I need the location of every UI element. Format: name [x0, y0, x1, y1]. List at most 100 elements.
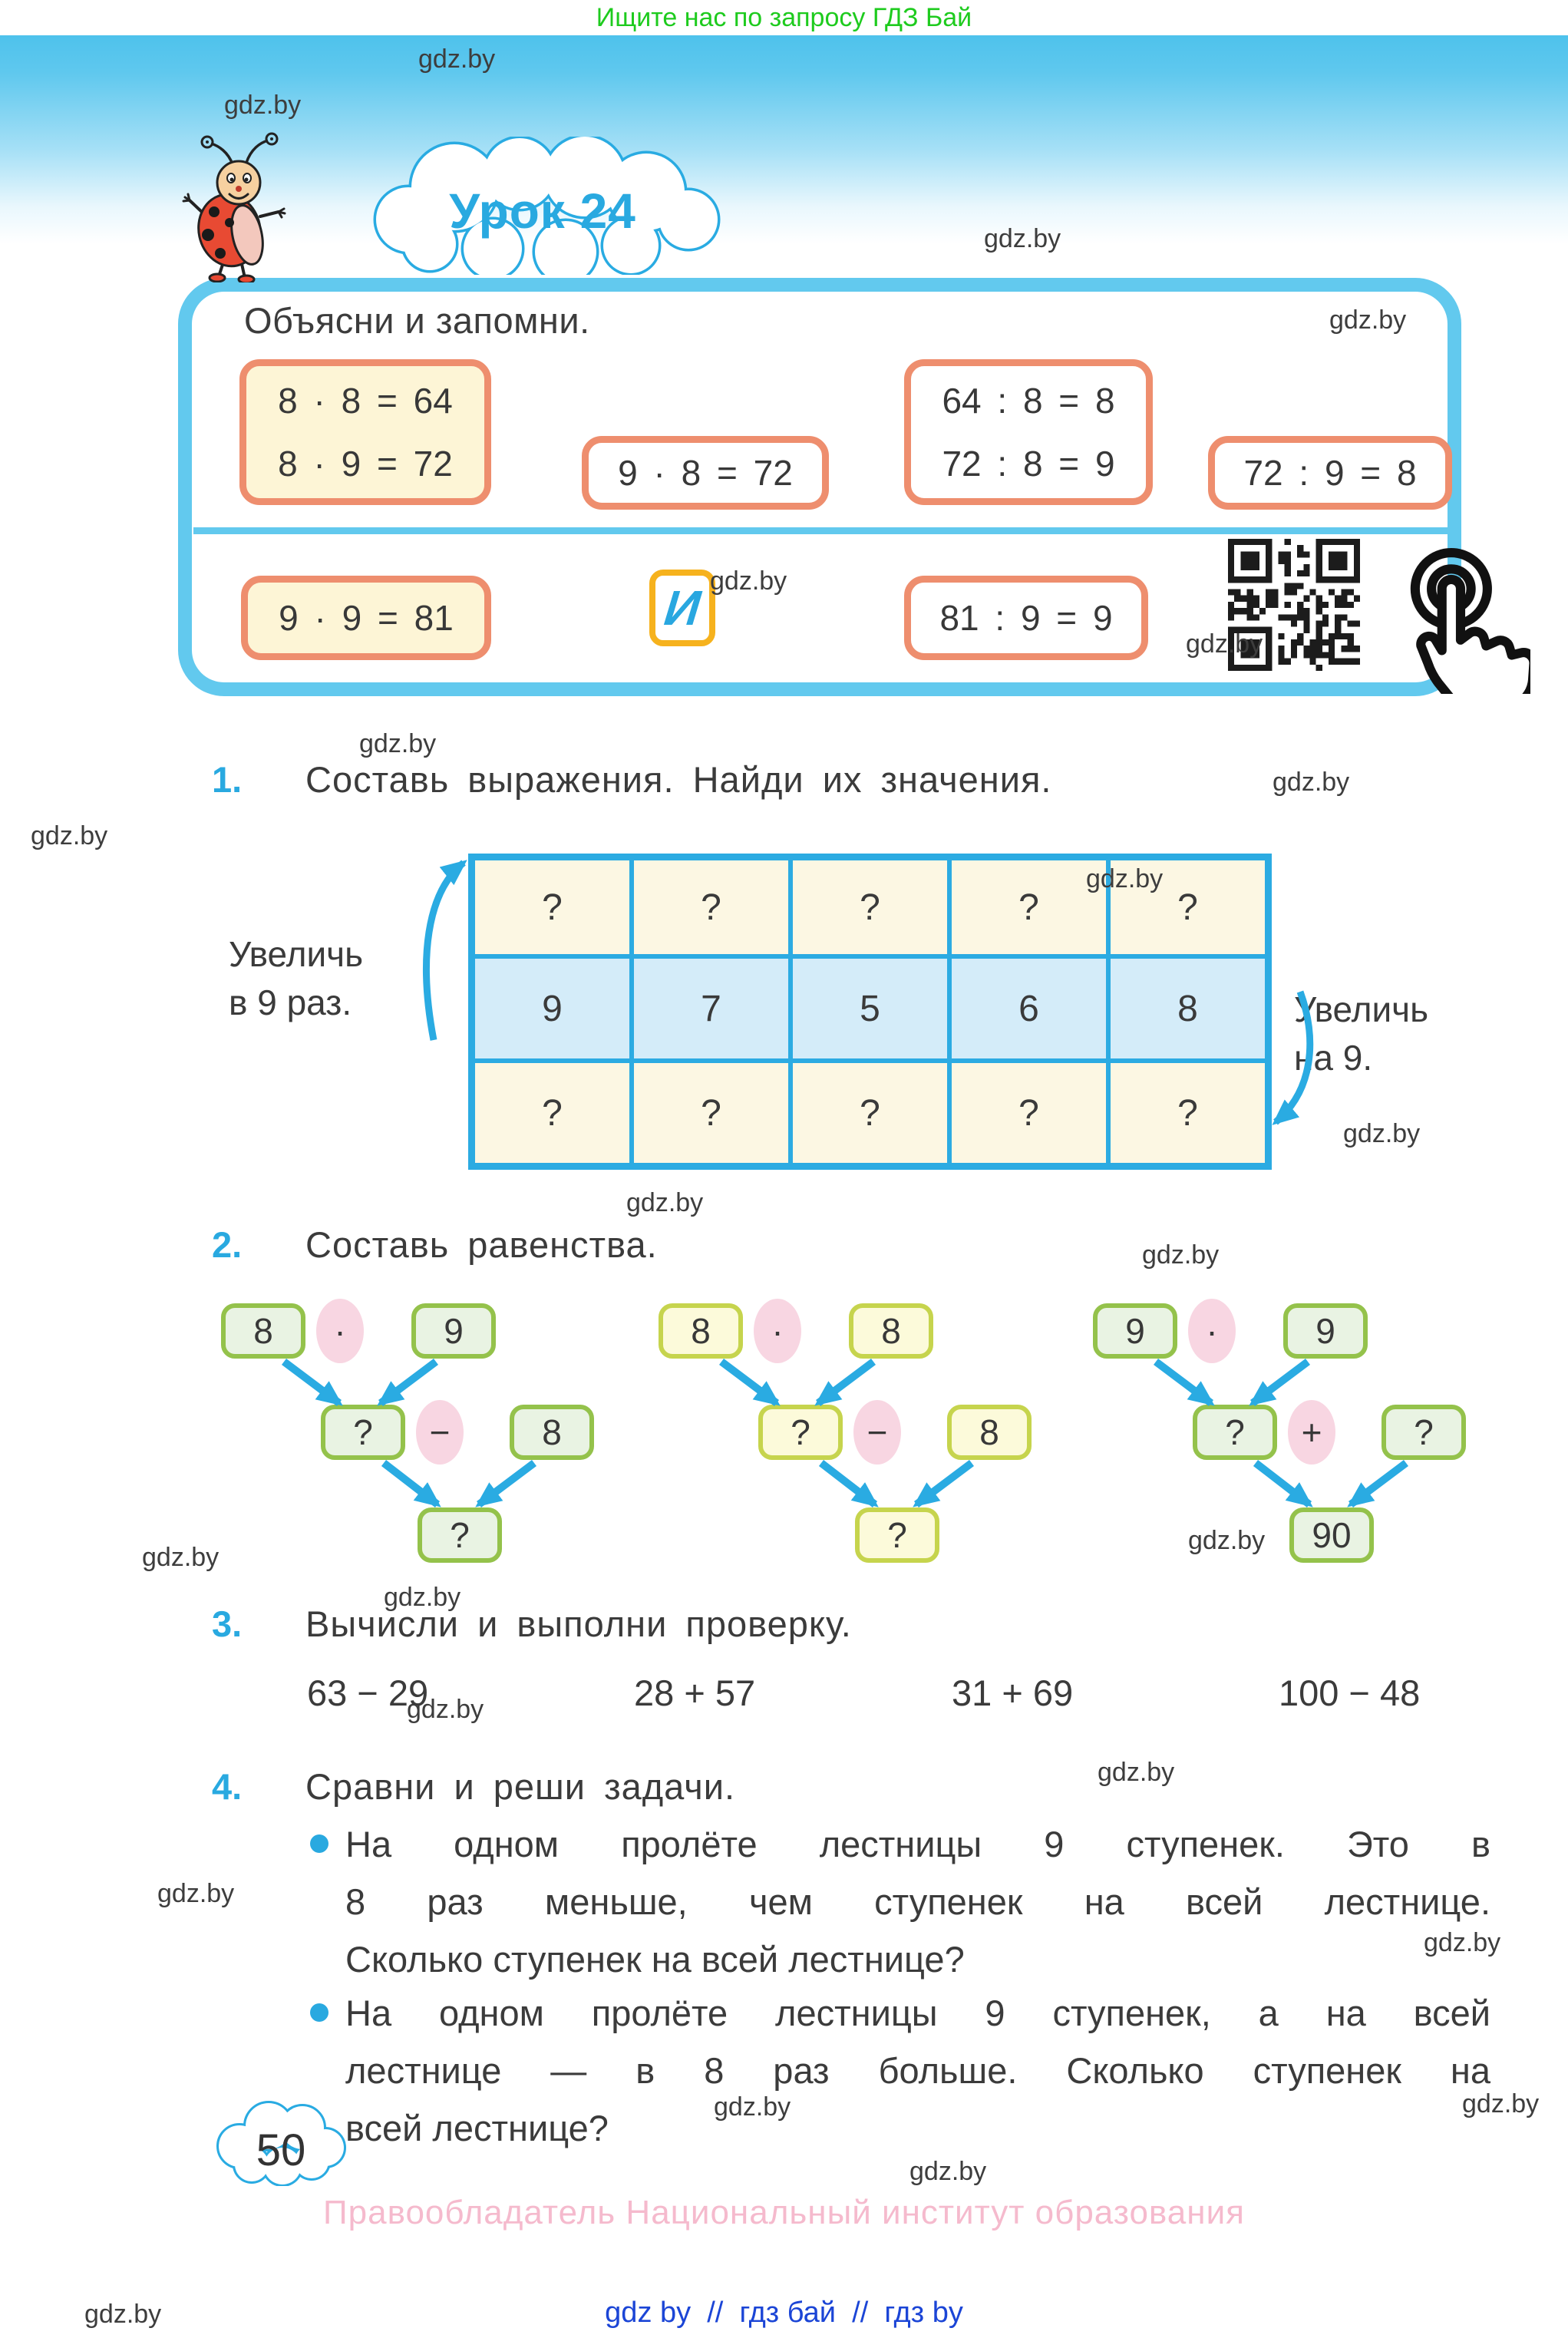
equation-box-8x8: 8 · 8 = 64 8 · 9 = 72 — [239, 359, 491, 505]
table-cell: ? — [632, 858, 791, 956]
watermark: gdz.by — [1188, 1526, 1266, 1555]
table-cell: 6 — [949, 956, 1108, 1061]
table-cell: ? — [949, 858, 1108, 956]
table-cell: 9 — [473, 956, 632, 1061]
watermark: gdz.by — [1273, 768, 1350, 797]
table-cell: ? — [473, 858, 632, 956]
watermark: gdz.by — [1424, 1928, 1501, 1957]
expression: 63 − 29 — [307, 1673, 429, 1713]
watermark: gdz.by — [1086, 864, 1164, 893]
watermark: gdz.by — [1462, 2089, 1540, 2118]
table-cell: ? — [1108, 1061, 1267, 1165]
watermark: gdz.by — [224, 91, 302, 120]
watermark: gdz.by — [84, 2300, 162, 2329]
watermark: gdz.by — [418, 45, 496, 74]
operator-dot-icon: · — [1188, 1299, 1236, 1363]
diagram-box: 9 — [1093, 1303, 1177, 1359]
copyright-text: Правообладатель Национальный институт об… — [323, 2194, 1245, 2231]
table-right-label: Увеличь на 9. — [1294, 989, 1429, 1078]
task1-number: 1. — [212, 759, 243, 800]
equality-diagram-2: 8 · 8 ? − 8 ? — [657, 1299, 1041, 1568]
problem-1: На одном пролёте лестницы 9 ступенек. Эт… — [345, 1824, 1490, 1980]
diagram-box: ? — [758, 1405, 843, 1460]
table-cell: 5 — [791, 956, 949, 1061]
diagram-box: 9 — [1283, 1303, 1368, 1359]
watermark: gdz.by — [142, 1543, 220, 1572]
watermark: gdz.by — [359, 729, 437, 758]
equation-box-64-8: 64 : 8 = 8 72 : 8 = 9 — [904, 359, 1153, 505]
expression: 100 − 48 — [1279, 1673, 1421, 1713]
problem-2: На одном пролёте лестницы 9 ступенек, а … — [345, 1993, 1490, 2148]
watermark: gdz.by — [714, 2092, 791, 2122]
sky-gradient — [0, 35, 1568, 244]
diagram-box: 9 — [411, 1303, 496, 1359]
qr-code[interactable] — [1228, 539, 1360, 671]
task3-text: Вычисли и выполни проверку. — [305, 1603, 852, 1644]
diagram-box: 8 — [221, 1303, 305, 1359]
diagram-box: 8 — [849, 1303, 933, 1359]
equality-diagram-1: 8 · 9 ? − 8 ? — [220, 1299, 603, 1568]
task2-number: 2. — [212, 1224, 243, 1265]
watermark: gdz.by — [1098, 1758, 1175, 1787]
table-cell: ? — [1108, 858, 1267, 956]
task3-number: 3. — [212, 1603, 243, 1644]
diagram-box: 8 — [510, 1405, 594, 1460]
lesson-title: Урок 24 — [449, 183, 636, 239]
table-cell: 8 — [1108, 956, 1267, 1061]
watermark: gdz.by — [1329, 305, 1407, 335]
diagram-box: 8 — [947, 1405, 1032, 1460]
bullet-icon — [310, 1834, 328, 1853]
task1-table: ? ? ? ? ? 9 7 5 6 8 ? ? ? ? ? — [468, 854, 1272, 1170]
watermark: gdz.by — [710, 566, 787, 596]
diagram-box: ? — [1381, 1405, 1466, 1460]
diagram-box: ? — [321, 1405, 405, 1460]
table-cell: ? — [791, 1061, 949, 1165]
watermark: gdz.by — [407, 1695, 484, 1724]
watermark: gdz.by — [626, 1188, 704, 1217]
tap-hand-icon — [1410, 547, 1530, 694]
diagram-box: ? — [1193, 1405, 1277, 1460]
watermark: gdz.by — [909, 2157, 987, 2186]
table-cell: ? — [632, 1061, 791, 1165]
memo-divider — [193, 527, 1448, 534]
page-number: 50 — [256, 2125, 306, 2175]
page-number-cloud-icon — [216, 2101, 346, 2186]
ladybug-mascot-icon — [182, 132, 286, 282]
table-cell: ? — [949, 1061, 1108, 1165]
equation-box-9x9: 9 · 9 = 81 — [241, 576, 491, 660]
expression: 28 + 57 — [634, 1673, 756, 1713]
task4-number: 4. — [212, 1766, 243, 1807]
operator-plus-icon: + — [1288, 1400, 1335, 1465]
equality-diagram-3: 9 · 9 ? + ? 90 — [1091, 1299, 1475, 1568]
watermark: gdz.by — [1142, 1240, 1220, 1270]
memo-title: Объясни и запомни. — [244, 300, 590, 341]
watermark: gdz.by — [384, 1583, 461, 1612]
diagram-box: 90 — [1289, 1507, 1374, 1563]
table-cell: 7 — [632, 956, 791, 1061]
footer-links[interactable]: gdz by // гдз бай // гдз by — [605, 2297, 963, 2329]
operator-dot-icon: · — [754, 1299, 801, 1363]
promo-banner: Ищите нас по запросу ГДЗ Бай — [0, 0, 1568, 35]
operator-minus-icon: − — [416, 1400, 464, 1465]
diagram-box: ? — [418, 1507, 502, 1563]
watermark: gdz.by — [157, 1879, 235, 1908]
operator-dot-icon: · — [316, 1299, 364, 1363]
diagram-box: 8 — [659, 1303, 743, 1359]
bullet-icon — [310, 2003, 328, 2022]
operator-minus-icon: − — [853, 1400, 901, 1465]
watermark: gdz.by — [1186, 629, 1263, 659]
table-cell: ? — [791, 858, 949, 956]
task4-text: Сравни и реши задачи. — [305, 1766, 736, 1807]
watermark: gdz.by — [984, 224, 1061, 253]
task2-text: Составь равенства. — [305, 1224, 658, 1265]
watermark: gdz.by — [1343, 1119, 1421, 1148]
diagram-box: ? — [855, 1507, 939, 1563]
table-cell: ? — [473, 1061, 632, 1165]
equation-box-9x8: 9 · 8 = 72 — [582, 436, 829, 510]
task1-text: Составь выражения. Найди их значения. — [305, 759, 1052, 800]
equation-box-81-9: 81 : 9 = 9 — [904, 576, 1148, 660]
lesson-cloud-icon — [373, 137, 721, 275]
watermark: gdz.by — [31, 821, 108, 850]
interactive-letter-icon: И — [649, 570, 715, 646]
